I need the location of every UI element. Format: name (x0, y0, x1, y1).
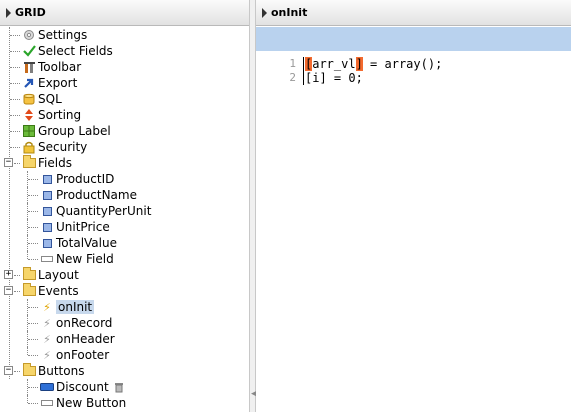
tree-item-settings[interactable]: Settings (0, 27, 249, 43)
field-icon (40, 188, 54, 202)
code-text[interactable]: [arr_vl] = array(); [i] = 0; (303, 57, 442, 85)
collapse-toggle-icon[interactable]: − (4, 365, 13, 375)
editor-toolbar (256, 27, 571, 51)
editor-title: onInit (271, 6, 308, 19)
code-token: = array(); (362, 57, 443, 71)
tree-item-sorting[interactable]: Sorting (0, 107, 249, 123)
expand-toggle-icon[interactable]: + (4, 269, 13, 279)
lightning-icon: ⚡ (43, 348, 51, 362)
tree-item-export[interactable]: Export (0, 75, 249, 91)
folder-icon (22, 267, 36, 282)
collapse-icon[interactable] (6, 7, 11, 18)
collapse-icon[interactable] (262, 7, 267, 18)
collapse-toggle-icon[interactable]: − (4, 157, 13, 167)
tree-item-buttons[interactable]: − Buttons (4, 363, 85, 378)
field-item-new-field[interactable]: New Field (0, 251, 249, 267)
line-number: 2 (289, 71, 296, 84)
database-icon (22, 92, 36, 106)
field-item-productname[interactable]: ProductName (0, 187, 249, 203)
field-item-quantityperunit[interactable]: QuantityPerUnit (0, 203, 249, 219)
code-line-1: [arr_vl] = array(); (305, 57, 442, 71)
button-item-new-button[interactable]: New Button (0, 395, 249, 411)
folder-open-icon (22, 283, 36, 298)
tree-item-security[interactable]: Security (0, 139, 249, 155)
folder-open-icon (22, 363, 36, 378)
sort-icon (22, 108, 36, 122)
tree-item-events[interactable]: − Events (4, 283, 79, 298)
field-icon (40, 220, 54, 234)
tree-item-select-fields[interactable]: Select Fields (0, 43, 249, 59)
chevron-left-icon[interactable]: ◀ (251, 389, 258, 399)
tree-item-group-label[interactable]: Group Label (0, 123, 249, 139)
lock-icon (22, 140, 36, 154)
lightning-icon: ⚡ (43, 332, 51, 346)
field-icon (40, 172, 54, 186)
field-icon (40, 204, 54, 218)
editor-header: onInit (256, 0, 571, 26)
tree-item-toolbar[interactable]: Toolbar (0, 59, 249, 75)
tree-header[interactable]: GRID (0, 0, 249, 26)
tools-icon (22, 60, 36, 74)
bracket-highlight: [ (305, 57, 313, 71)
event-item-oninit[interactable]: ⚡ onInit (0, 299, 249, 315)
new-field-icon (40, 252, 54, 266)
collapse-toggle-icon[interactable]: − (4, 285, 13, 295)
tree-item-sql[interactable]: SQL (0, 91, 249, 107)
panel-splitter[interactable]: ◀ (250, 0, 258, 412)
code-line-2: [i] = 0; (305, 71, 363, 85)
button-item-discount[interactable]: Discount (0, 379, 249, 395)
field-icon (40, 236, 54, 250)
line-number-gutter: 1 2 (256, 57, 300, 85)
lightning-icon: ⚡ (43, 316, 51, 330)
checkmark-icon (22, 44, 36, 58)
new-button-icon (40, 396, 54, 410)
export-arrow-icon (22, 76, 36, 90)
event-item-onheader[interactable]: ⚡ onHeader (0, 331, 249, 347)
lightning-icon: ⚡ (43, 300, 51, 314)
tree-item-layout[interactable]: + Layout (4, 267, 79, 282)
folder-open-icon (22, 155, 36, 170)
gear-icon (22, 28, 36, 42)
field-item-unitprice[interactable]: UnitPrice (0, 219, 249, 235)
tree-item-fields[interactable]: − Fields (4, 155, 72, 170)
tree-panel: GRID Settings Select Fields (0, 0, 250, 412)
group-grid-icon (22, 124, 36, 138)
field-item-totalvalue[interactable]: TotalValue (0, 235, 249, 251)
code-editor[interactable]: 1 2 [arr_vl] = array(); [i] = 0; (256, 51, 571, 412)
tree-title: GRID (15, 6, 46, 19)
editor-panel: onInit 1 2 [arr_vl] = array(); [i] = 0; (256, 0, 571, 412)
event-item-onrecord[interactable]: ⚡ onRecord (0, 315, 249, 331)
bracket-highlight: ] (355, 57, 363, 71)
code-token: arr_vl (312, 57, 356, 71)
field-item-productid[interactable]: ProductID (0, 171, 249, 187)
button-icon (40, 380, 54, 394)
line-number: 1 (289, 57, 296, 70)
event-item-onfooter[interactable]: ⚡ onFooter (0, 347, 249, 363)
trash-icon[interactable] (112, 380, 126, 394)
tree: Settings Select Fields Toolbar (0, 27, 249, 411)
